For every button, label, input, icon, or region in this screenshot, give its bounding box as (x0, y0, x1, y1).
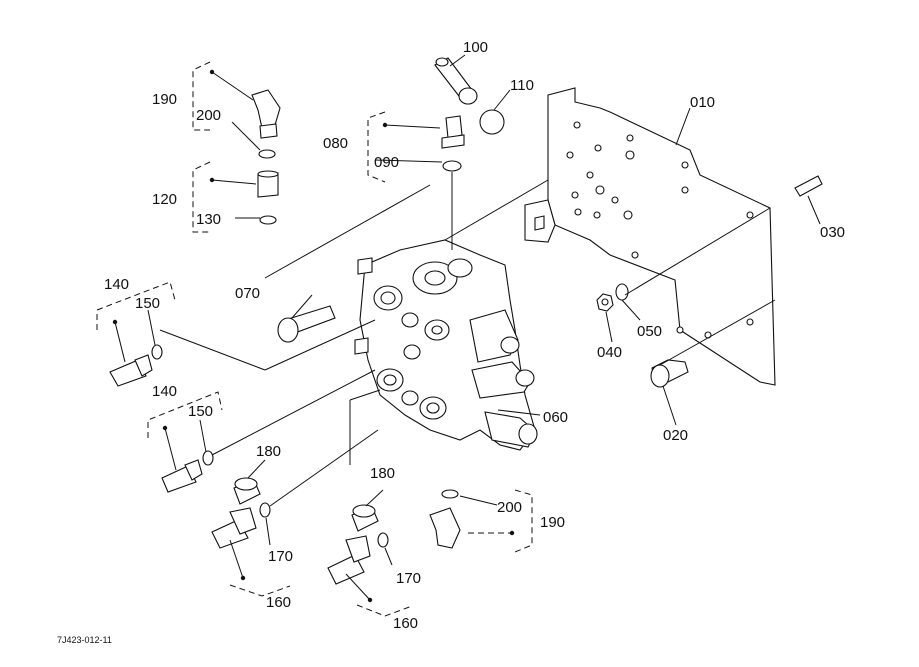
oring-130 (259, 215, 277, 225)
bolt-020 (650, 359, 689, 388)
callout-010: 010 (690, 94, 715, 111)
callout-160-left: 160 (266, 594, 291, 611)
tee-160-right (327, 535, 371, 585)
callout-170-right: 170 (396, 570, 421, 587)
tee-160-left (211, 507, 257, 549)
fitting-080 (441, 115, 465, 149)
leader-lines (114, 54, 821, 601)
elbow-190-top (251, 89, 281, 139)
callout-110: 110 (510, 77, 534, 94)
nut-040 (596, 293, 614, 312)
oring-170-left (259, 502, 271, 518)
callout-050: 050 (637, 323, 662, 340)
group-brackets (96, 61, 533, 617)
oring-170-right (377, 532, 389, 548)
callout-200-top: 200 (196, 107, 221, 124)
mounting-plate (524, 87, 776, 386)
oring-200-top (258, 149, 276, 159)
callout-140-upper: 140 (104, 276, 129, 293)
callout-100: 100 (463, 39, 488, 56)
oring-150-lower (202, 450, 214, 466)
control-valve-body (354, 239, 538, 451)
washer-050 (615, 283, 629, 301)
leader-dots (112, 69, 515, 603)
callout-040: 040 (597, 344, 622, 361)
callout-120: 120 (152, 191, 177, 208)
adapter-120 (257, 170, 279, 198)
callout-labels: 010 020 030 040 050 060 070 080 090 100 … (104, 39, 845, 632)
oring-150-upper (151, 344, 163, 360)
callout-150-lower: 150 (188, 403, 213, 420)
callout-190-bottom: 190 (540, 514, 565, 531)
connector-140-lower (161, 459, 203, 493)
callout-060: 060 (543, 409, 568, 426)
oring-200-bottom (441, 489, 459, 499)
callout-200-bottom: 200 (497, 499, 522, 516)
callout-070: 070 (235, 285, 260, 302)
connector-140-upper (109, 354, 153, 387)
callout-190-top: 190 (152, 91, 177, 108)
bolt-070 (277, 305, 336, 343)
callout-020: 020 (663, 427, 688, 444)
callout-180-right: 180 (370, 465, 395, 482)
cap-110 (479, 109, 505, 135)
callout-080: 080 (323, 135, 348, 152)
callout-030: 030 (820, 224, 845, 241)
oring-090 (442, 160, 462, 172)
callout-170-left: 170 (268, 548, 293, 565)
callout-130: 130 (196, 211, 221, 228)
callout-150-upper: 150 (135, 295, 160, 312)
callout-180-left: 180 (256, 443, 281, 460)
figure-code: 7J423-012-11 (57, 635, 112, 645)
fitting-100 (434, 57, 478, 105)
elbow-190-bottom (429, 507, 461, 549)
cap-180-right (351, 504, 379, 532)
stud-030 (794, 175, 823, 197)
callout-160-right: 160 (393, 615, 418, 632)
callout-090: 090 (374, 154, 399, 171)
cap-180-left (233, 477, 261, 505)
callout-140-lower: 140 (152, 383, 177, 400)
